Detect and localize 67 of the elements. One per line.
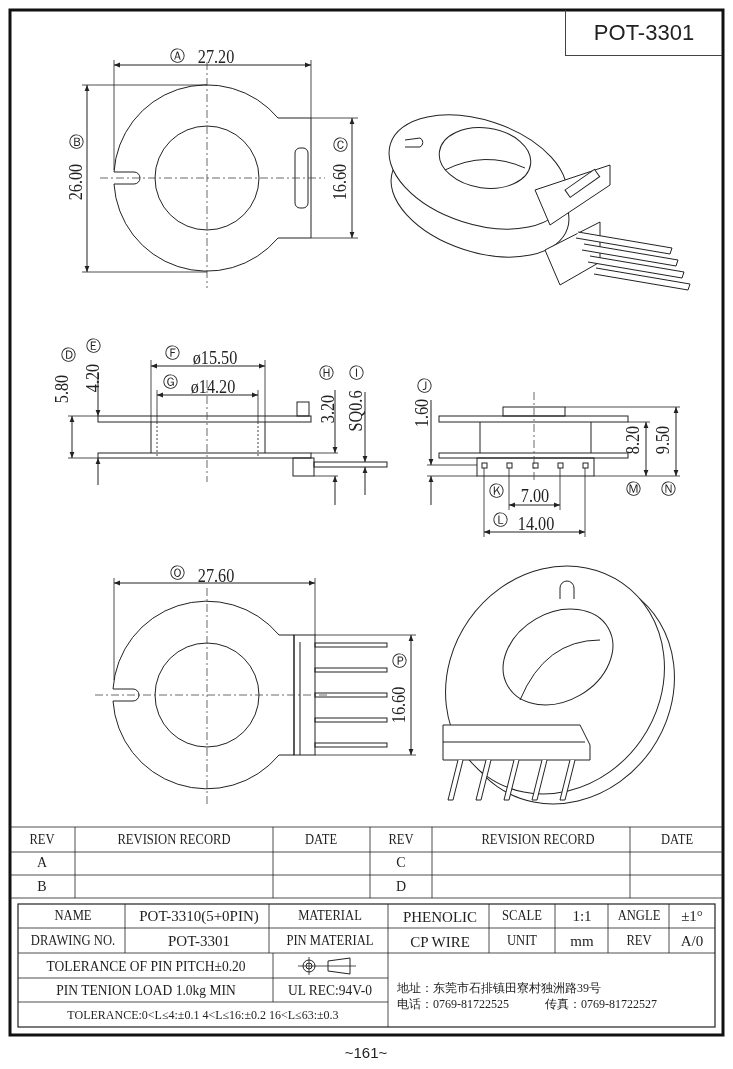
revision-letter: D [395,880,407,894]
dimension-value: 4.20 [84,363,102,393]
dimension-callout-letter: Ⓖ [162,374,178,390]
column-header: DATE [304,833,338,847]
revision-letter: C [396,856,406,870]
field-label: UNIT [506,934,538,948]
contact-text: 地址：东莞市石排镇田寮村独洲路39号 [397,982,601,994]
dimension-callout-letter: Ⓞ [169,565,185,581]
dimension-callout-letter: Ⓗ [318,365,334,381]
dimension-value: 9.50 [654,425,672,455]
note-text: PIN TENION LOAD 1.0kg MIN [56,982,236,998]
column-header: REV [388,833,414,847]
dimension-callout-letter: Ⓟ [391,653,407,669]
field-value: CP WIRE [410,934,470,950]
column-header: REVISION RECORD [481,833,595,847]
column-header: REV [29,833,55,847]
dimension-value: 27.60 [197,567,235,585]
field-label: NAME [54,909,92,923]
drawing-number-title: POT-3301 [565,10,722,56]
dimension-value: 7.00 [520,487,550,505]
dimension-callout-letter: Ⓝ [660,481,676,497]
dimension-value: 16.60 [331,163,349,201]
field-value: A/0 [680,933,704,949]
dimension-callout-letter: Ⓐ [169,48,185,64]
field-label: MATERIAL [298,909,362,923]
revision-letter: A [36,856,48,870]
field-value: POT-3301 [168,933,230,949]
contact-text: 电话：0769-81722525 [397,998,509,1010]
dimension-callout-letter: Ⓕ [164,345,180,361]
field-label: PIN MATERIAL [286,934,374,948]
dimension-value: 14.00 [517,515,555,533]
field-label: DRAWING NO. [30,934,116,948]
dimension-value: 8.20 [624,425,642,455]
dimension-callout-letter: Ⓛ [492,512,508,528]
field-value: mm [570,933,594,949]
tolerance-note: TOLERANCE:0<L≤4:±0.1 4<L≤16:±0.2 16<L≤63:±0.3 [67,1009,339,1021]
field-label: SCALE [502,909,542,923]
dimension-callout-letter: Ⓓ [60,347,76,363]
dimension-callout-letter: Ⓒ [332,137,348,153]
column-header: REVISION RECORD [117,833,231,847]
revision-letter: B [37,880,47,894]
field-value: ±1° [681,908,703,924]
note-text: UL REC:94V-0 [287,982,373,998]
page-number: ~161~ [344,1044,388,1060]
dimension-value: 3.20 [319,394,337,424]
dimension-value: 1.60 [413,398,431,428]
dimension-value: 16.60 [390,686,408,724]
dimension-callout-letter: Ⓔ [85,338,101,354]
dimension-callout-letter: Ⓘ [348,365,364,381]
dimension-value: 5.80 [53,374,71,404]
field-value: PHENOLIC [402,909,478,925]
field-value: POT-3310(5+0PIN) [139,908,259,924]
contact-text: 传真：0769-81722527 [545,998,657,1010]
dimension-value: ø14.20 [190,378,236,396]
dimension-value: 27.20 [197,48,235,66]
dimension-value: SQ0.6 [347,390,365,432]
field-label: REV [626,934,652,948]
note-text: TOLERANCE OF PIN PITCH±0.20 [46,958,246,974]
dimension-callout-letter: Ⓜ [625,481,641,497]
dimension-callout-letter: Ⓚ [488,483,504,499]
column-header: DATE [660,833,694,847]
dimension-value: 26.00 [67,163,85,201]
dimension-callout-letter: Ⓑ [68,134,84,150]
field-label: ANGLE [617,909,661,923]
dimension-value: ø15.50 [192,349,238,367]
field-value: 1:1 [572,908,592,924]
dimension-callout-letter: Ⓙ [416,378,432,394]
